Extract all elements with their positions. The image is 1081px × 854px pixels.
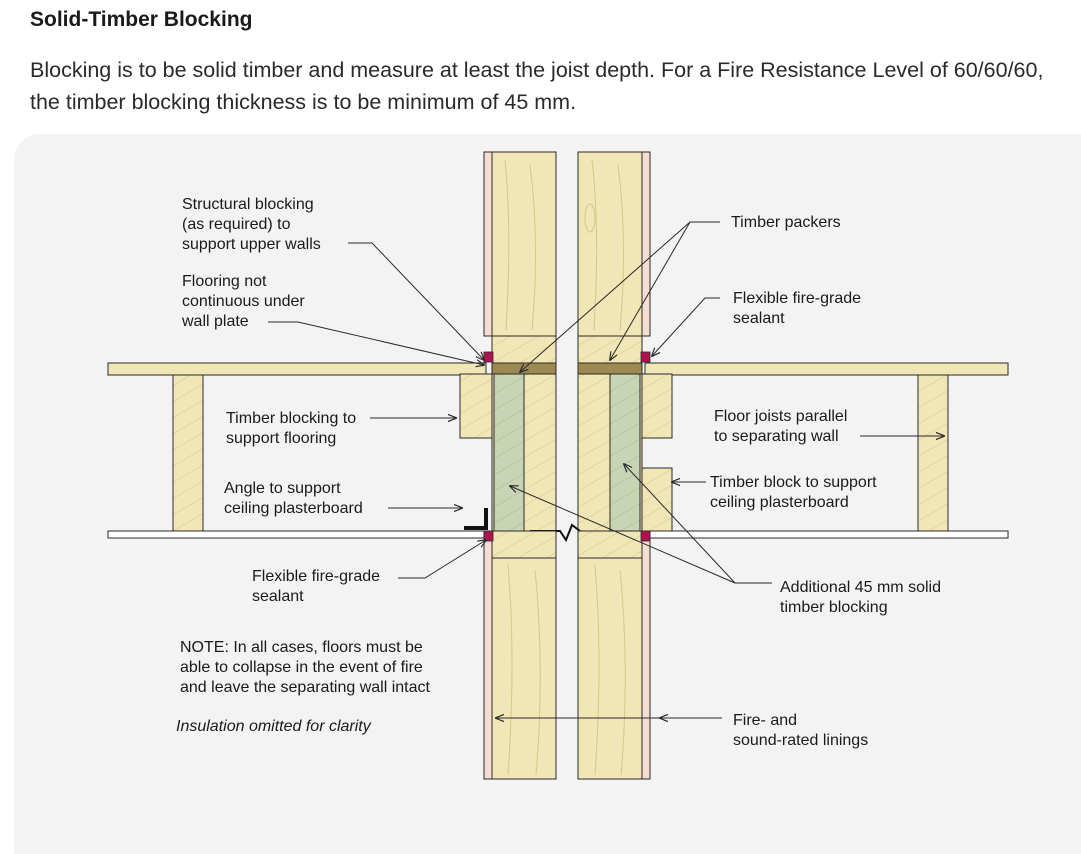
label-angle-support: Angle to support ceiling plasterboard: [224, 480, 363, 517]
timber-packers: [491, 362, 643, 375]
label-floor-joists: Floor joists parallel to separating wall: [714, 408, 848, 445]
flooring: [107, 362, 1009, 376]
leader-lines: [268, 221, 944, 718]
label-timber-blocking-flooring: Timber blocking to support flooring: [226, 410, 357, 447]
label-sealant-left: Flexible fire-grade sealant: [252, 568, 381, 605]
label-sealant-right: Flexible fire-grade sealant: [733, 290, 862, 327]
page-heading: Solid-Timber Blocking: [30, 8, 253, 31]
angle-bracket: [464, 508, 488, 530]
blocking-core: [491, 373, 643, 532]
ceiling-plasterboard: [107, 530, 1009, 539]
label-timber-packers: Timber packers: [731, 214, 841, 231]
floor-joists: [172, 374, 949, 532]
label-additional-blocking: Additional 45 mm solid timber blocking: [780, 579, 941, 616]
intro-paragraph: Blocking is to be solid timber and measu…: [30, 58, 1044, 114]
label-note: NOTE: In all cases, floors must be able …: [180, 639, 430, 696]
upper-studs: [483, 151, 651, 337]
upper-wall-plates: [491, 335, 643, 364]
sealant-blobs: [483, 351, 651, 542]
label-timber-block-ceiling: Timber block to support ceiling plasterb…: [710, 474, 877, 511]
label-structural-blocking: Structural blocking (as required) to sup…: [182, 196, 321, 253]
flooring-support-block-left: [459, 373, 493, 439]
label-insulation: Insulation omitted for clarity: [176, 718, 371, 735]
label-linings: Fire- and sound-rated linings: [733, 712, 869, 749]
flooring-support-block-right: [641, 373, 673, 439]
label-flooring-not-continuous: Flooring not continuous under wall plate: [182, 273, 305, 330]
lower-studs: [483, 530, 651, 780]
